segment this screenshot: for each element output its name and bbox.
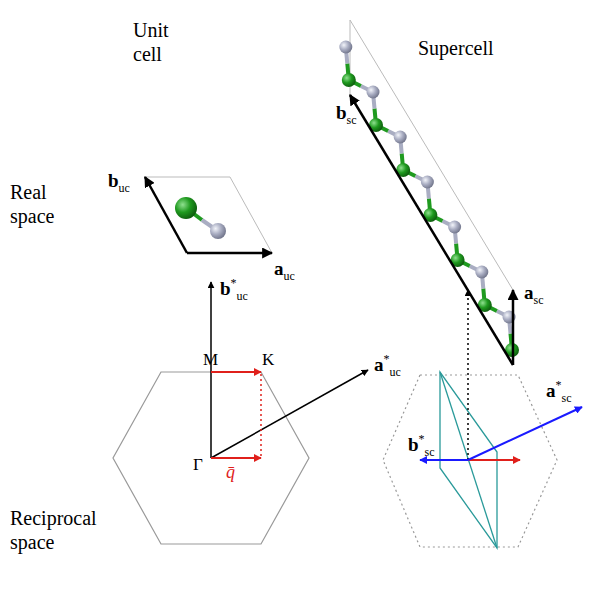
vector-label: buc: [108, 170, 130, 195]
atom: [342, 73, 356, 87]
reciprocal-vector: [468, 407, 582, 460]
row-title: Real space: [10, 180, 72, 228]
vector-label: a*uc: [374, 352, 401, 379]
point-label: K: [262, 350, 274, 370]
lattice-vector: [512, 290, 515, 365]
q-vector: [211, 457, 261, 459]
lattice-vector: [187, 252, 272, 255]
panel-title: Unit cell: [133, 18, 195, 66]
supercell-outline: [350, 20, 513, 365]
atom: [175, 197, 197, 219]
atom: [367, 86, 380, 99]
vector-label: a*sc: [546, 378, 572, 405]
lattice-vector: [145, 177, 187, 253]
vector-label: asc: [524, 282, 544, 307]
vector-label: bsc: [336, 102, 357, 127]
reciprocal-vector: [420, 459, 468, 461]
lattice-vector: [350, 95, 513, 365]
atom: [339, 41, 352, 54]
atom: [448, 221, 461, 234]
point-label: Γ: [193, 455, 203, 475]
dotted-line: [260, 374, 262, 458]
panel-title: Supercell: [418, 36, 528, 60]
q-vector: [468, 459, 520, 461]
atom: [210, 223, 226, 239]
vector-label: b*uc: [220, 276, 248, 303]
row-title: Reciprocal space: [10, 506, 122, 554]
atom-chain: [339, 41, 519, 358]
brillouin-zone: [383, 375, 557, 547]
unit-cell-outline: [145, 177, 272, 253]
q-label: q̄: [226, 462, 235, 484]
reciprocal-vector: [211, 370, 368, 458]
reciprocal-vector: [210, 282, 212, 458]
atom: [475, 266, 488, 279]
path-segment: [211, 371, 261, 373]
point-label: M: [203, 350, 218, 370]
vector-label: b*sc: [408, 432, 435, 459]
reciprocal-vector: [467, 290, 469, 460]
vector-label: auc: [274, 258, 295, 283]
atom: [421, 176, 434, 189]
atom: [394, 131, 407, 144]
